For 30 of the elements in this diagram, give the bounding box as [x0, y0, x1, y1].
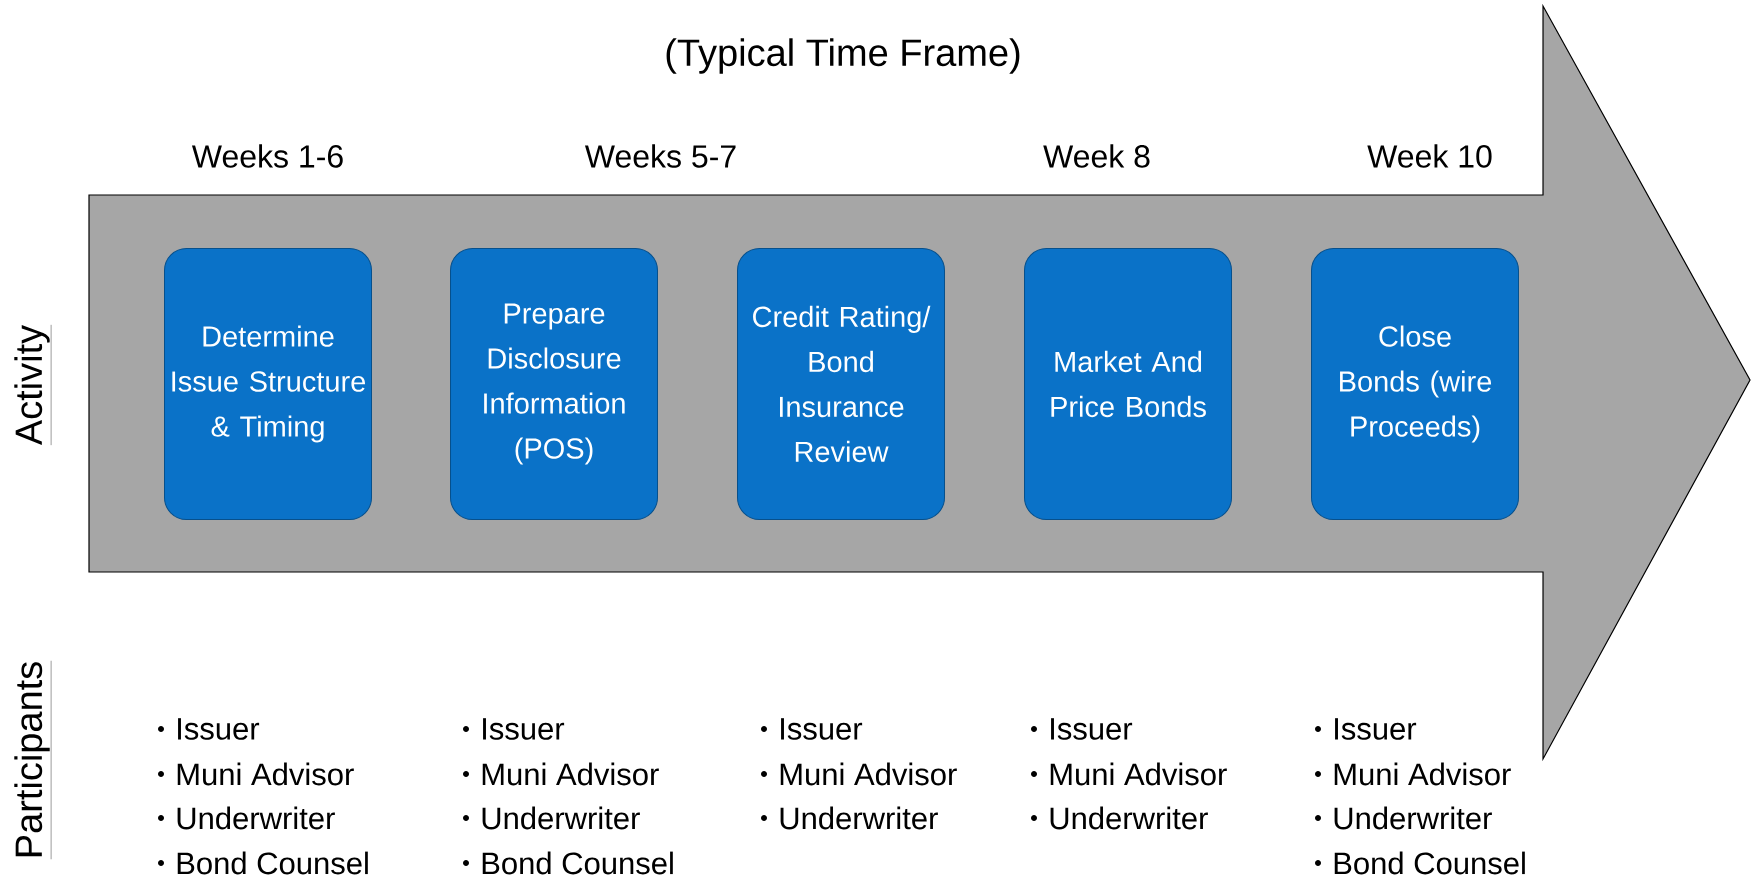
- timeline-title: (Typical Time Frame): [666, 38, 1020, 74]
- participant-item: Underwriter: [1050, 806, 1208, 830]
- row-heading: Activity: [14, 324, 52, 446]
- participant-item: Underwriter: [482, 806, 640, 830]
- participant-item: Issuer: [483, 718, 565, 740]
- participant-item: Muni Advisor: [780, 762, 957, 786]
- activity-box: Prepare Disclosure Information (POS): [450, 248, 658, 520]
- row-heading: Participants: [14, 660, 52, 860]
- week-label: Week 8: [1043, 144, 1150, 168]
- week-label: Weeks 1-6: [191, 144, 343, 168]
- activity-box: Market And Price Bonds: [1024, 248, 1232, 520]
- participant-item: Muni Advisor: [1050, 762, 1227, 786]
- activity-box: Credit Rating/ Bond Insurance Review: [737, 248, 945, 520]
- week-label: Week 10: [1367, 144, 1492, 168]
- participant-item: Muni Advisor: [482, 762, 659, 786]
- participant-item: Issuer: [178, 718, 260, 740]
- activity-box: Close Bonds (wire Proceeds): [1311, 248, 1519, 520]
- participant-item: Muni Advisor: [1334, 762, 1511, 786]
- participant-item: Issuer: [1335, 718, 1417, 740]
- participant-item: Underwriter: [780, 806, 938, 830]
- participant-item: Muni Advisor: [177, 762, 354, 786]
- activity-box: Determine Issue Structure & Timing: [164, 248, 372, 520]
- participant-item: Issuer: [1051, 718, 1133, 740]
- participant-item: Underwriter: [177, 806, 335, 830]
- week-label: Weeks 5-7: [584, 144, 736, 168]
- participant-item: Bond Counsel: [1334, 851, 1525, 875]
- participant-item: Issuer: [781, 718, 863, 740]
- participant-item: Underwriter: [1334, 806, 1492, 830]
- participant-item: Bond Counsel: [482, 851, 673, 875]
- participant-item: Bond Counsel: [177, 851, 368, 875]
